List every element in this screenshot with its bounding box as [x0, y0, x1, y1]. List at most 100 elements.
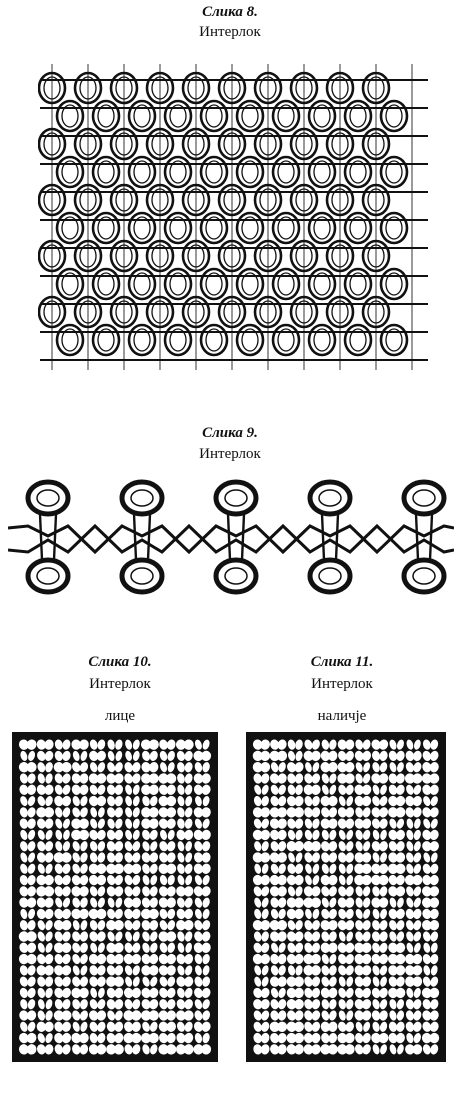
stitch-leg	[44, 965, 54, 976]
stitch-leg	[270, 784, 279, 795]
stitch-leg	[329, 999, 337, 1010]
stitch-leg	[62, 908, 71, 920]
stitch-leg	[202, 1032, 210, 1044]
knit-loop	[55, 267, 85, 301]
stitch-leg	[379, 931, 388, 942]
stitch-leg	[97, 920, 106, 931]
stitch-leg	[311, 1032, 321, 1044]
stitch-leg	[270, 897, 279, 908]
stitch-leg	[253, 1010, 262, 1021]
stitch-leg	[149, 795, 158, 807]
stitch-leg	[344, 1044, 355, 1055]
stitch-leg	[166, 784, 176, 795]
knit-loop	[343, 155, 373, 189]
stitch-leg	[422, 829, 432, 841]
stitch-leg	[270, 773, 280, 784]
stitch-leg	[184, 931, 193, 942]
stitch-leg	[45, 942, 53, 953]
stitch-leg	[287, 829, 296, 841]
stitch-leg	[141, 784, 151, 795]
upper-loop-inner	[130, 489, 154, 507]
stitch-leg	[62, 897, 71, 908]
stitch-leg	[379, 796, 388, 807]
stitch-leg	[19, 784, 29, 795]
stitch-leg	[304, 942, 313, 953]
stitch-leg	[345, 807, 355, 818]
stitch-leg	[27, 829, 36, 840]
stitch-leg	[44, 976, 54, 987]
stitch-leg	[72, 796, 80, 807]
stitch-leg	[328, 976, 337, 987]
stitch-leg	[72, 999, 81, 1010]
stitch-leg	[345, 920, 355, 931]
stitch-leg	[305, 762, 312, 773]
stitch-leg	[413, 762, 422, 773]
stitch-leg	[63, 829, 70, 841]
stitch-leg	[423, 818, 431, 829]
stitch-leg	[387, 953, 399, 965]
stitch-leg	[261, 795, 269, 807]
stitch-leg	[125, 739, 133, 750]
stitch-leg	[372, 942, 381, 953]
stitch-leg	[80, 750, 88, 761]
stitch-leg	[346, 829, 354, 840]
stitch-leg	[372, 976, 380, 987]
stitch-leg	[287, 920, 296, 931]
stitch-leg	[338, 886, 347, 897]
stitch-leg	[303, 1032, 313, 1044]
stitch-leg	[183, 1044, 194, 1055]
stitch-leg	[44, 750, 54, 761]
figure-11-title: Слика 11.	[310, 654, 374, 670]
stitch-leg	[37, 942, 45, 953]
stitch-leg	[27, 796, 36, 807]
stitch-leg	[149, 953, 159, 965]
stitch-leg	[412, 795, 422, 807]
stitch-leg	[113, 976, 124, 987]
stitch-leg	[406, 1033, 414, 1044]
stitch-leg	[378, 739, 389, 750]
lower-loop-inner	[130, 567, 154, 585]
stitch-leg	[252, 807, 263, 818]
stitch-leg	[184, 1021, 193, 1032]
stitch-leg	[430, 818, 438, 829]
stitch-leg	[194, 965, 202, 976]
stitch-leg	[36, 1044, 46, 1055]
upper-loop-inner	[412, 489, 436, 507]
stitch-leg	[132, 750, 140, 761]
stitch-leg	[37, 931, 46, 942]
stitch-leg	[201, 1044, 212, 1055]
stitch-leg	[304, 976, 313, 987]
stitch-leg	[294, 807, 304, 818]
stitch-leg	[338, 784, 347, 795]
stitch-leg	[361, 784, 372, 795]
stitch-leg	[158, 931, 169, 942]
stitch-leg	[371, 1032, 381, 1044]
stitch-leg	[175, 739, 187, 750]
stitch-leg	[287, 784, 296, 795]
stitch-leg	[422, 841, 432, 852]
stitch-leg	[405, 965, 415, 976]
stitch-leg	[96, 953, 107, 965]
stitch-leg	[115, 818, 123, 829]
stitch-leg	[132, 762, 141, 773]
knit-loop-inner	[61, 272, 79, 296]
stitch-leg	[115, 750, 123, 761]
stitch-leg	[378, 863, 389, 874]
knit-loop-inner	[277, 328, 295, 352]
stitch-leg	[278, 987, 286, 998]
stitch-leg	[96, 863, 107, 874]
stitch-leg	[184, 807, 193, 818]
stitch-leg	[89, 852, 98, 863]
stitch-leg	[61, 795, 72, 807]
stitch-leg	[429, 1021, 439, 1032]
stitch-leg	[166, 897, 176, 908]
stitch-leg	[321, 931, 330, 942]
knit-loop	[127, 155, 157, 189]
stitch-leg	[429, 920, 440, 931]
stitch-leg	[202, 795, 210, 807]
stitch-leg	[345, 999, 354, 1010]
stitch-leg	[363, 886, 371, 897]
knit-loop	[379, 99, 409, 133]
stitch-leg	[372, 829, 380, 841]
stitch-leg	[72, 841, 80, 852]
